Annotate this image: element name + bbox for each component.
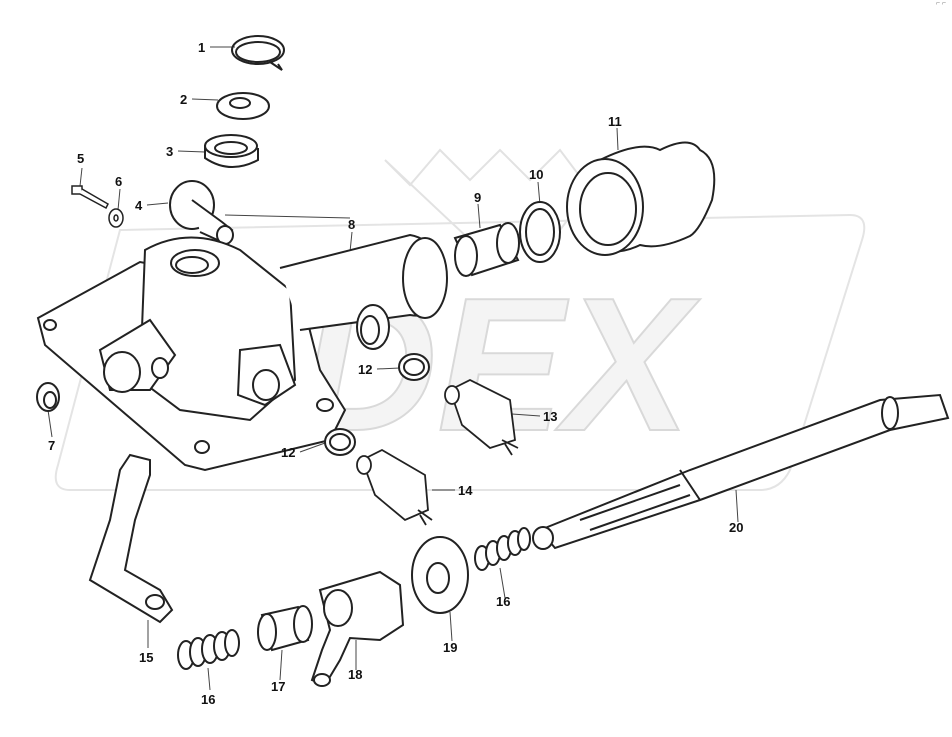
part-7-ring <box>36 382 60 412</box>
callout-8: 8 <box>348 217 355 232</box>
callout-13: 13 <box>543 409 557 424</box>
part-3-seal <box>204 134 259 168</box>
callout-labels: 1 2 3 4 5 6 7 8 9 10 11 12 12 13 14 15 1… <box>48 40 743 707</box>
callout-4: 4 <box>135 198 143 213</box>
callout-16a: 16 <box>201 692 215 707</box>
part-16-spring-left <box>177 629 240 670</box>
callout-6: 6 <box>115 174 122 189</box>
watermark-frame <box>54 213 866 491</box>
part-5-bolt <box>71 185 109 210</box>
callout-5: 5 <box>77 151 84 166</box>
part-17-bushing <box>257 605 313 652</box>
part-12-o-ring-upper <box>398 353 430 381</box>
part-14-switch <box>356 448 433 526</box>
callout-3: 3 <box>166 144 173 159</box>
part-10-ring <box>519 201 561 263</box>
callout-11: 11 <box>608 114 622 129</box>
part-12-o-ring-lower <box>324 428 356 456</box>
callout-10: 10 <box>529 167 543 182</box>
callout-9: 9 <box>474 190 481 205</box>
part-16-spring-right <box>474 527 531 571</box>
callout-12a: 12 <box>358 362 372 377</box>
part-18-fork <box>310 570 405 687</box>
part-6-washer <box>108 208 124 228</box>
callout-16b: 16 <box>496 594 510 609</box>
part-4-bushing <box>169 180 234 245</box>
part-1-circlip <box>231 35 285 71</box>
callout-15: 15 <box>139 650 153 665</box>
part-13-switch <box>444 378 519 456</box>
corner-mark: ⌐ ⌐ <box>935 0 946 7</box>
part-20-shaft <box>532 393 950 550</box>
callout-2: 2 <box>180 92 187 107</box>
callout-20: 20 <box>729 520 743 535</box>
callout-14: 14 <box>458 483 473 498</box>
part-8-housing <box>36 233 448 472</box>
part-15-lever <box>88 453 174 624</box>
callout-1: 1 <box>198 40 205 55</box>
callout-19: 19 <box>443 640 457 655</box>
callout-7: 7 <box>48 438 55 453</box>
part-9-bushing <box>453 222 520 277</box>
callout-18: 18 <box>348 667 362 682</box>
part-11-boot <box>566 141 716 256</box>
part-2-washer <box>216 92 270 120</box>
leader-lines <box>47 46 739 691</box>
part-19-washer <box>411 536 469 614</box>
callout-17: 17 <box>271 679 285 694</box>
callout-12b: 12 <box>281 445 295 460</box>
